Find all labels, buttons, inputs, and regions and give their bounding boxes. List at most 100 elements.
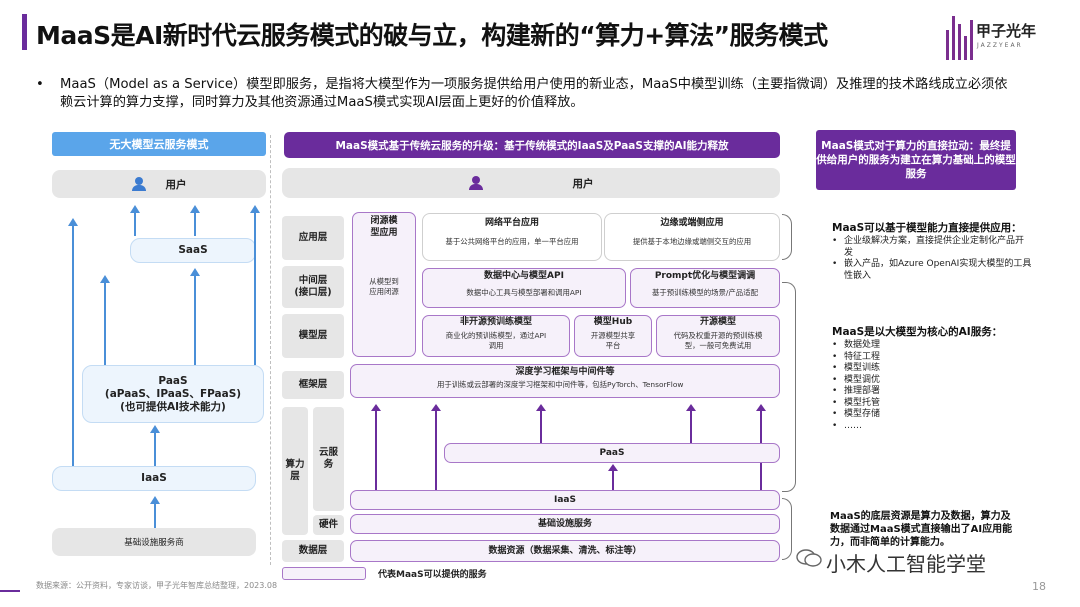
non-open-model-title: 非开源预训练模型 [459, 317, 532, 327]
left-saas-box: SaaS [130, 238, 256, 263]
closed-model-box: 闭源模 型应用 从模型到 应用闭源 [352, 212, 416, 357]
page-title: MaaS是AI新时代云服务模式的破与立，构建新的“算力+算法”服务模式 [36, 21, 828, 50]
right-block-services-title: MaaS是以大模型为核心的AI服务： [832, 326, 1003, 338]
middle-paas-box: PaaS [444, 443, 780, 463]
arrow-infra-to-iaas [150, 496, 160, 528]
edge-app-box: 边缘或端侧应用 提供基于本地边缘或端侧交互的应用 [604, 213, 780, 261]
layer-hardware: 硬件 [313, 515, 344, 535]
arrow-paas-to-saas [190, 268, 200, 365]
middle-user-label: 用户 [572, 177, 594, 190]
logo-text: 甲子光年 [976, 22, 1037, 40]
arrow-compute-3 [536, 404, 546, 444]
middle-iaas-label: IaaS [554, 495, 576, 505]
middle-user-box: 用户 [282, 168, 780, 198]
column-divider [270, 135, 271, 565]
model-hub-desc: 开源模型共享 平台 [590, 331, 636, 350]
footer-accent [0, 590, 20, 592]
layer-cloud: 云服 务 [313, 407, 344, 511]
open-model-box: 开源模型 代码及权重开源的预训练模 型，一般可免费试用 [656, 315, 780, 357]
list-item: 特征工程 [832, 352, 1032, 364]
framework-box: 深度学习框架与中间件等 用于训练或云部署的深度学习框架和中间件等，包括PyTor… [350, 364, 780, 398]
layer-app: 应用层 [282, 216, 344, 260]
network-app-title: 网络平台应用 [484, 218, 539, 228]
legend-swatch [282, 567, 366, 580]
watermark-text: 小木人工智能学堂 [826, 552, 986, 576]
title-accent-bar [22, 14, 27, 50]
middle-infra-label: 基础设施服务 [537, 519, 592, 529]
right-block-base: MaaS的底层资源是算力及数据，算力及数据通过MaaS模式直接输出了AI应用能力… [830, 511, 1013, 548]
wechat-icon [796, 549, 822, 567]
layer-middle: 中间层 (接口层) [282, 266, 344, 308]
right-block-apps: MaaS可以基于模型能力直接提供应用： 企业级解决方案，直接提供企业定制化产品开… [832, 222, 1032, 282]
layer-model: 模型层 [282, 314, 344, 358]
left-infra-box: 基础设施服务商 [52, 528, 256, 556]
model-hub-box: 模型Hub 开源模型共享 平台 [574, 315, 652, 357]
logo-sub: JAZZYEAR [977, 42, 1023, 49]
user-icon [468, 176, 483, 190]
arrow-iaas-to-paas [150, 425, 160, 466]
framework-title: 深度学习框架与中间件等 [515, 367, 615, 377]
data-center-desc: 数据中心工具与模型部署和调用API [466, 288, 582, 297]
bracket-model [782, 282, 796, 492]
prompt-desc: 基于预训练模型的场景/产品适配 [652, 288, 758, 297]
non-open-model-box: 非开源预训练模型 商业化的预训练模型，通过API 调用 [422, 315, 570, 357]
data-center-box: 数据中心与模型API 数据中心工具与模型部署和调用API [422, 268, 626, 308]
prompt-box: Prompt优化与模型调调 基于预训练模型的场景/产品适配 [630, 268, 780, 308]
layer-compute: 算力 层 [282, 407, 308, 535]
arrow-compute-6 [608, 464, 618, 490]
user-icon [131, 177, 146, 191]
list-item: 模型训练 [832, 363, 1032, 375]
list-item: 模型存储 [832, 409, 1032, 421]
bracket-app [782, 214, 792, 260]
bullet-icon: • [36, 77, 44, 92]
right-column-header: MaaS模式对于算力的直接拉动：最终提供给用户的服务为建立在算力基础上的模型服务 [816, 130, 1016, 190]
left-user-label: 用户 [165, 178, 187, 191]
list-item: 数据处理 [832, 340, 1032, 352]
edge-app-desc: 提供基于本地边缘或端侧交互的应用 [632, 237, 752, 246]
closed-model-desc: 从模型到 应用闭源 [369, 277, 399, 296]
list-item: 嵌入产品，如Azure OpenAI实现大模型的工具性嵌入 [832, 259, 1032, 282]
framework-desc: 用于训练或云部署的深度学习框架和中间件等，包括PyTorch、TensorFlo… [437, 380, 684, 389]
layer-data: 数据层 [282, 540, 344, 562]
page-number: 18 [1032, 580, 1046, 593]
arrow-saas-to-user-a [130, 205, 140, 236]
middle-column-header: MaaS模式基于传统云服务的升级：基于传统模式的IaaS及PaaS支撑的AI能力… [284, 132, 780, 158]
list-item: 企业级解决方案，直接提供企业定制化产品开发 [832, 236, 1032, 259]
right-block-apps-title: MaaS可以基于模型能力直接提供应用： [832, 222, 1022, 234]
arrow-iaas-to-user [68, 218, 78, 466]
middle-paas-label: PaaS [599, 448, 625, 458]
arrow-paas-to-user-a [100, 275, 110, 365]
jazzyear-logo: 甲子光年 JAZZYEAR [946, 16, 1056, 62]
left-iaas-box: IaaS [52, 466, 256, 491]
data-center-title: 数据中心与模型API [484, 271, 564, 281]
edge-app-title: 边缘或端侧应用 [660, 218, 724, 228]
left-user-box: 用户 [52, 170, 266, 198]
legend-text: 代表MaaS可以提供的服务 [378, 570, 487, 580]
arrow-paas-to-user-b [250, 205, 260, 365]
intro-text: MaaS（Model as a Service）模型即服务，是指将大模型作为一项… [60, 77, 1008, 110]
intro-paragraph: • MaaS（Model as a Service）模型即服务，是指将大模型作为… [36, 76, 1020, 112]
list-item: 模型托管 [832, 398, 1032, 410]
open-model-title: 开源模型 [699, 317, 736, 327]
left-paas-box: PaaS (aPaaS、IPaaS、FPaaS) (也可提供AI技术能力) [82, 365, 264, 423]
closed-model-title: 闭源模 型应用 [370, 216, 398, 238]
middle-infra-box: 基础设施服务 [350, 514, 780, 534]
network-app-desc: 基于公共网络平台的应用，单一平台应用 [445, 237, 579, 246]
middle-iaas-box: IaaS [350, 490, 780, 510]
non-open-model-desc: 商业化的预训练模型，通过API 调用 [445, 331, 547, 350]
arrow-compute-2 [431, 404, 441, 490]
right-block-services: MaaS是以大模型为核心的AI服务： 数据处理 特征工程 模型训练 模型调优 推… [832, 326, 1032, 432]
arrow-compute-4 [686, 404, 696, 444]
middle-data-box: 数据资源（数据采集、清洗、标注等） [350, 540, 780, 562]
open-model-desc: 代码及权重开源的预训练模 型，一般可免费试用 [673, 331, 763, 350]
left-column-header: 无大模型云服务模式 [52, 132, 266, 156]
arrow-saas-to-user-b [190, 205, 200, 236]
arrow-compute-1 [371, 404, 381, 490]
logo-bars-icon [946, 16, 974, 60]
bracket-base [782, 498, 792, 560]
prompt-title: Prompt优化与模型调调 [654, 271, 756, 281]
layer-framework: 框架层 [282, 371, 344, 399]
network-app-box: 网络平台应用 基于公共网络平台的应用，单一平台应用 [422, 213, 602, 261]
list-item: 推理部署 [832, 386, 1032, 398]
footer-source: 数据来源：公开资料，专家访谈，甲子光年智库总结整理，2023.08 [36, 581, 278, 590]
